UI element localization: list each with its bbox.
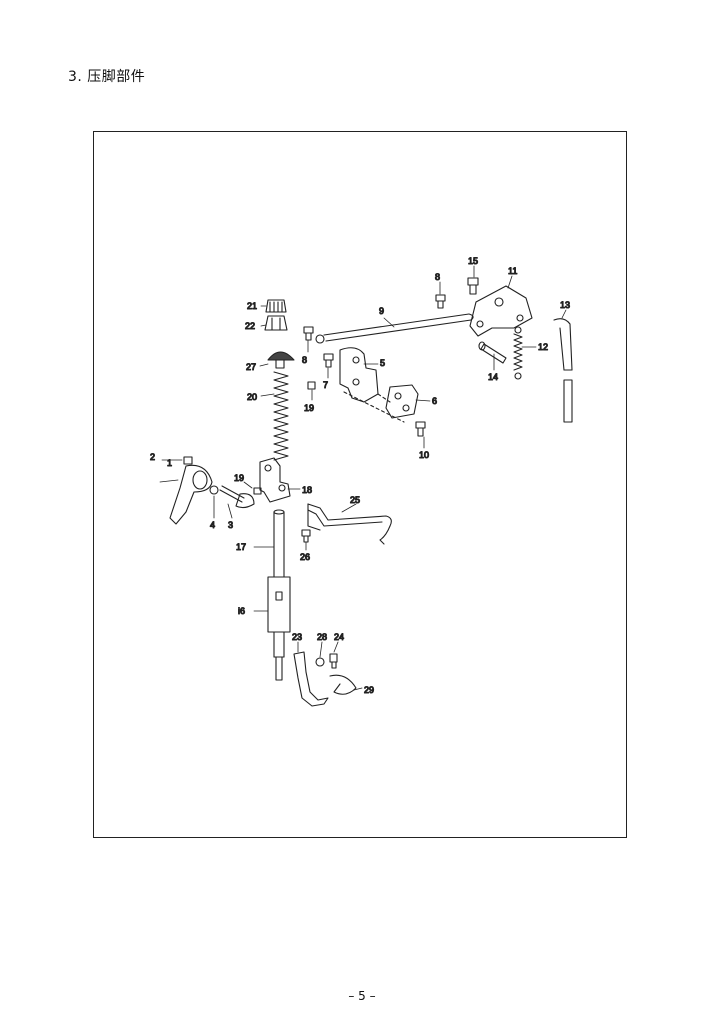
label-15: 15 [468, 256, 478, 266]
label-9: 9 [379, 306, 384, 316]
label-19-lower: 19 [234, 473, 244, 483]
label-8-left: 8 [302, 355, 307, 365]
section-title: 3. 压脚部件 [68, 69, 146, 85]
label-8-right: 8 [435, 272, 440, 282]
part-12-spring [513, 326, 523, 380]
part-3-pin [219, 485, 255, 509]
diagram-frame: 1 2 3 4 5 6 7 8 8 9 10 11 12 13 14 15 i6… [93, 131, 627, 838]
part-10-screw [415, 421, 426, 437]
part-29-spring-wire [329, 674, 357, 695]
label-18: 18 [302, 485, 312, 495]
label-14: 14 [488, 372, 498, 382]
part-24-screw [329, 653, 338, 669]
part-20-spring [273, 371, 289, 461]
part-9-rod [315, 313, 474, 344]
label-26: 26 [300, 552, 310, 562]
label-7: 7 [323, 380, 328, 390]
part-11-lever-plate [469, 285, 533, 337]
part-7-screw [323, 353, 334, 368]
label-16: i6 [238, 606, 245, 616]
label-28: 28 [317, 632, 327, 642]
label-12: 12 [538, 342, 548, 352]
part-14-pin [478, 341, 507, 364]
part-6-plate [385, 384, 419, 419]
part-18-guide-bracket [259, 457, 291, 503]
label-1: 1 [167, 458, 172, 468]
label-6: 6 [432, 396, 437, 406]
label-10: 10 [419, 450, 429, 460]
part-1-lifter-lever [169, 464, 213, 525]
part-5-bracket [339, 347, 379, 403]
exploded-parts-diagram: 1 2 3 4 5 6 7 8 8 9 10 11 12 13 14 15 i6… [149, 255, 573, 707]
part-26-screw [301, 529, 311, 543]
label-4: 4 [210, 520, 215, 530]
label-27: 27 [246, 362, 256, 372]
label-25: 25 [350, 495, 360, 505]
label-3: 3 [228, 520, 233, 530]
part-15-screw [467, 277, 479, 295]
label-20: 20 [247, 392, 257, 402]
page-number: – 5 – [348, 989, 376, 1003]
part-17-presser-bar [273, 509, 285, 578]
part-4-ring [209, 485, 219, 495]
part-labels: 1 2 3 4 5 6 7 8 8 9 10 11 12 13 14 15 i6… [149, 255, 570, 695]
leader-lines [159, 265, 567, 691]
label-24: 24 [334, 632, 344, 642]
part-25-lever [307, 503, 392, 545]
part-8-screw-right [435, 294, 446, 309]
label-29: 29 [364, 685, 374, 695]
part-16-bracket-block [267, 576, 291, 681]
label-21: 21 [247, 301, 257, 311]
part-19-screw [307, 381, 316, 390]
part-27-cap [267, 351, 295, 369]
part-21-adjusting-screw [265, 299, 287, 313]
label-5: 5 [380, 358, 385, 368]
part-23-presser-foot [293, 651, 329, 707]
label-17: 17 [236, 542, 246, 552]
label-22: 22 [245, 321, 255, 331]
part-2-screw [183, 456, 193, 465]
label-2: 2 [150, 452, 155, 462]
part-13-rod [553, 318, 573, 423]
label-19-upper: 19 [304, 403, 314, 413]
label-11: 11 [508, 266, 517, 276]
label-13: 13 [560, 300, 570, 310]
label-23: 23 [292, 632, 302, 642]
part-28-washer [315, 657, 325, 667]
part-8-screw-left [303, 326, 314, 341]
part-22-nut [264, 315, 288, 331]
